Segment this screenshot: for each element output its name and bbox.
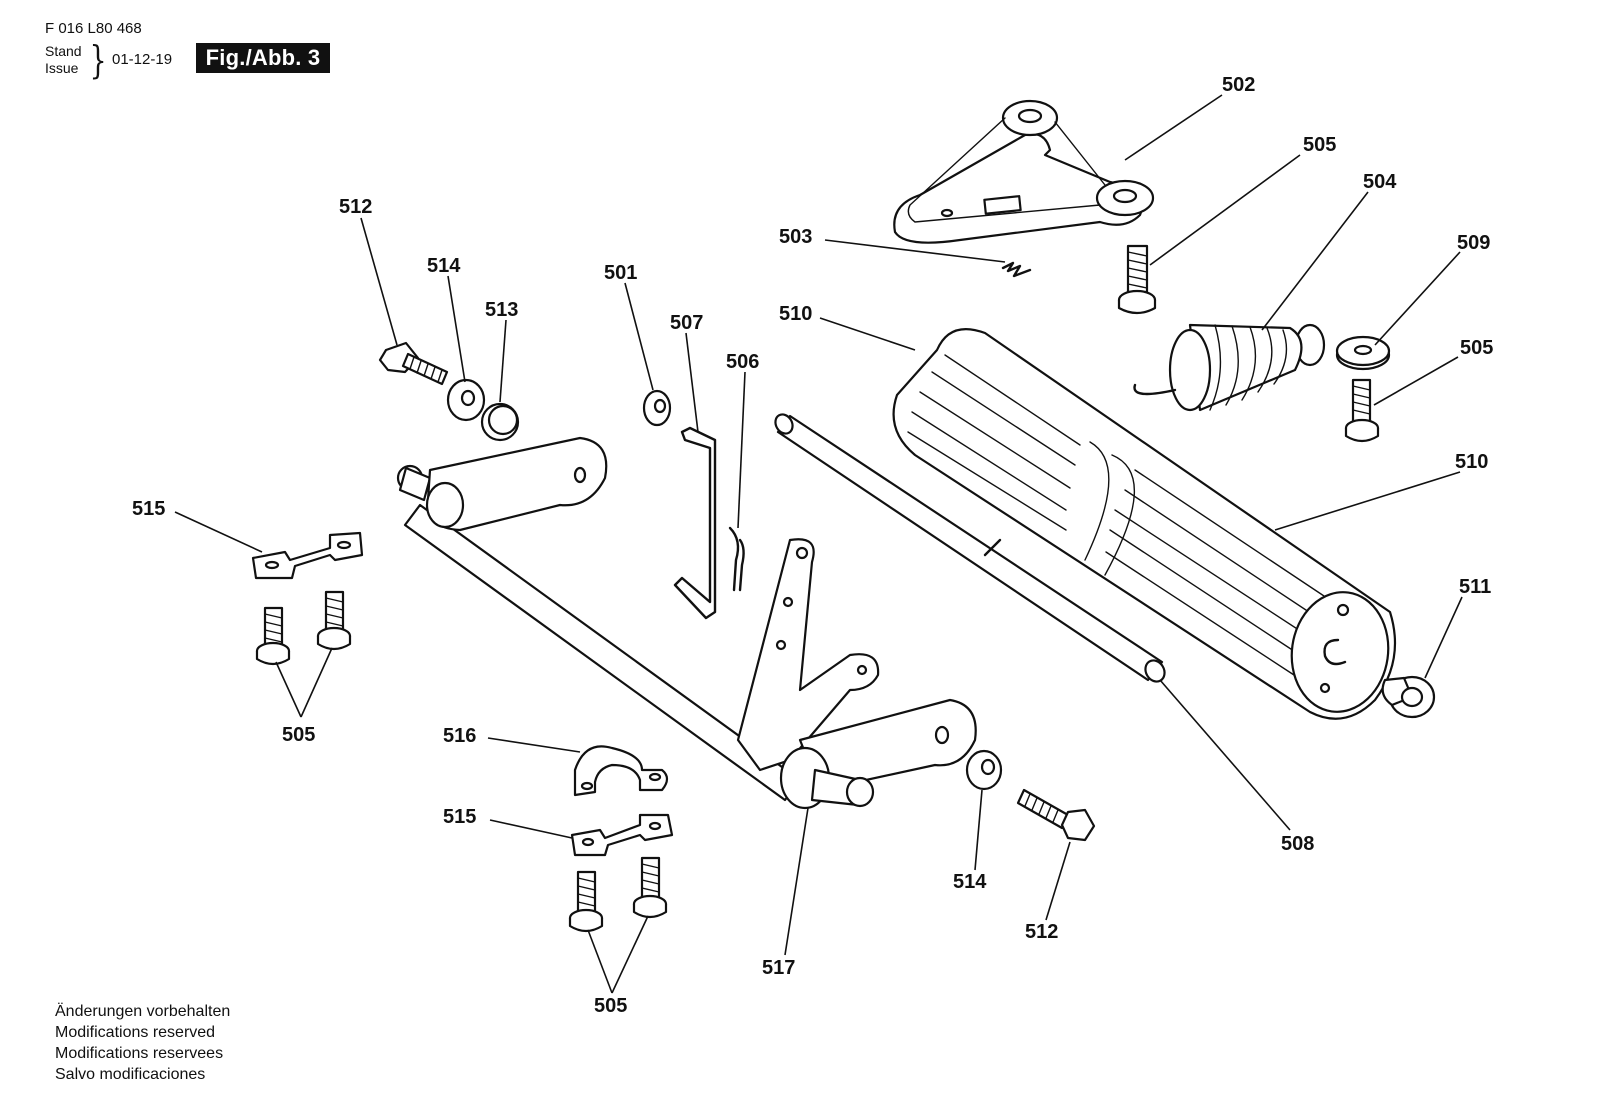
- part-507-rod: [673, 426, 717, 620]
- part-505-screw-right: [1344, 378, 1380, 443]
- label-517: 517: [762, 957, 795, 979]
- part-513-spacer: [480, 402, 520, 442]
- part-labels: 502 505 504 509 505 503 510 510 511 512 …: [132, 74, 1493, 1017]
- label-514-a: 514: [427, 255, 461, 277]
- part-514-washer-upper: [446, 378, 486, 422]
- label-506: 506: [726, 351, 759, 373]
- part-508-shaft: [774, 413, 1166, 683]
- part-509-washer: [1335, 335, 1391, 371]
- label-510-b: 510: [1455, 451, 1488, 473]
- part-504-spring: [1133, 323, 1326, 412]
- label-514-b: 514: [953, 871, 987, 893]
- label-505-a: 505: [1303, 134, 1336, 156]
- label-511: 511: [1459, 576, 1491, 598]
- part-514-washer-lower: [965, 749, 1003, 791]
- label-509: 509: [1457, 232, 1490, 254]
- note-fr: Modifications reservees: [55, 1045, 224, 1062]
- label-510-a: 510: [779, 303, 812, 325]
- label-512-a: 512: [339, 196, 372, 218]
- issue-label: Issue: [45, 60, 79, 76]
- brace-icon: }: [89, 38, 107, 82]
- label-503: 503: [779, 226, 812, 248]
- label-508: 508: [1281, 833, 1314, 855]
- note-de: Änderungen vorbehalten: [55, 1003, 231, 1020]
- part-505-screws-lower: [568, 856, 668, 933]
- part-axle-frame: [396, 436, 977, 810]
- part-505-screws-left: [255, 590, 352, 666]
- note-en: Modifications reserved: [55, 1024, 216, 1041]
- label-504: 504: [1363, 171, 1397, 193]
- label-515-a: 515: [132, 498, 165, 520]
- label-507: 507: [670, 312, 703, 334]
- part-511-cap: [1381, 675, 1436, 719]
- part-501-washer: [642, 389, 672, 427]
- part-506-pin: [728, 526, 745, 592]
- document-number: F 016 L80 468: [45, 20, 142, 37]
- note-es: Salvo modificaciones: [55, 1066, 206, 1083]
- part-505-screw-upper: [1117, 244, 1157, 315]
- label-515-b: 515: [443, 806, 476, 828]
- part-515-plate-upper: [251, 531, 364, 580]
- issue-date: 01-12-19: [112, 51, 173, 68]
- label-516: 516: [443, 725, 476, 747]
- label-513: 513: [485, 299, 518, 321]
- part-512-bolt-lower: [1016, 788, 1096, 842]
- figure-label: Fig./Abb. 3: [196, 43, 330, 73]
- part-512-bolt-upper: [378, 341, 449, 386]
- part-510-roller: [892, 328, 1397, 720]
- label-505-c: 505: [282, 724, 315, 746]
- stand-label: Stand: [45, 43, 82, 59]
- part-516-clamp: [573, 745, 669, 797]
- label-512-b: 512: [1025, 921, 1058, 943]
- leader-lines: [174, 94, 1463, 994]
- label-502: 502: [1222, 74, 1255, 96]
- part-503-clip: [1001, 261, 1032, 278]
- part-502-bracket: [893, 99, 1155, 244]
- part-515-plate-lower: [570, 813, 674, 857]
- label-505-b: 505: [1460, 337, 1493, 359]
- label-501: 501: [604, 262, 637, 284]
- label-505-d: 505: [594, 995, 627, 1017]
